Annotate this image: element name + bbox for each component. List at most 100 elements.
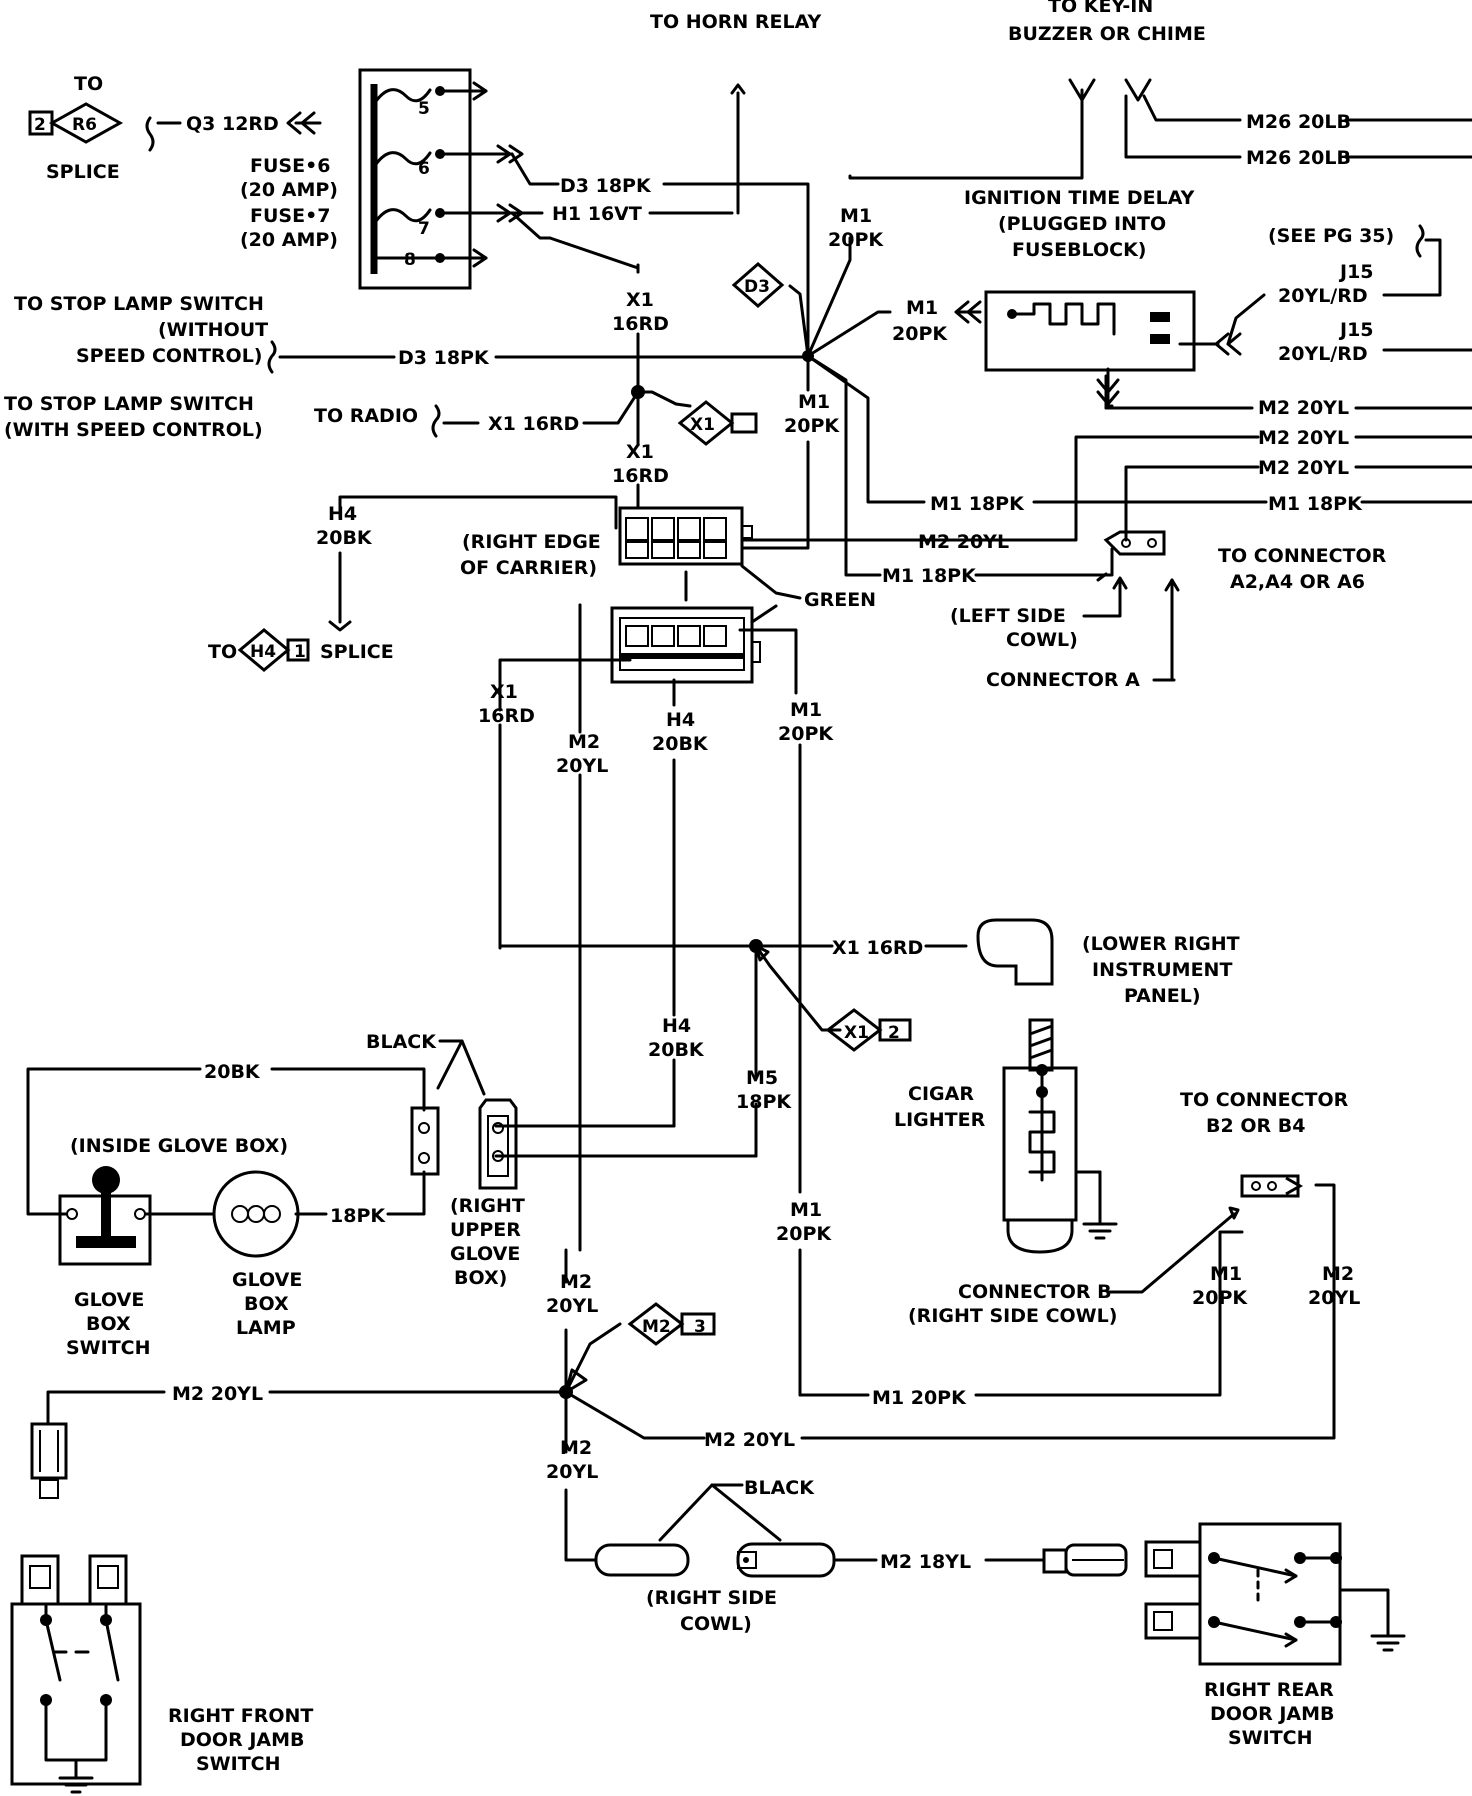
label-rrd-3: SWITCH <box>1228 1727 1313 1749</box>
label-fuse7: 7 <box>418 219 430 239</box>
label-h4-b2: 20BK <box>652 733 709 755</box>
label-m2-r3: M2 20YL <box>1258 457 1349 479</box>
connector-b <box>1240 1174 1304 1198</box>
label-rrd-2: DOOR JAMB <box>1210 1703 1334 1725</box>
label-h4-num: 1 <box>294 642 306 662</box>
label-rsc-1: (RIGHT SIDE <box>646 1587 777 1609</box>
label-black-1: BLACK <box>366 1031 437 1053</box>
label-m1-18pk-a: M1 18PK <box>930 493 1025 515</box>
label-rfd-2: DOOR JAMB <box>180 1729 304 1751</box>
label-conn-b2-2: B2 OR B4 <box>1206 1115 1305 1137</box>
r6-splice-diamond <box>28 102 124 144</box>
x1-diamond-radio <box>677 400 758 446</box>
right-rear-door-jamb-switch <box>1144 1522 1342 1666</box>
label-x1-diamond-1: X1 <box>690 415 715 435</box>
x1-junction-dot-2 <box>749 939 763 953</box>
label-fuse6-amp: (20 AMP) <box>240 179 338 201</box>
label-x1-c2: 16RD <box>478 705 535 727</box>
label-m1-d2: 20PK <box>778 723 834 745</box>
label-stop-wo-1: TO STOP LAMP SWITCH <box>14 293 264 315</box>
label-x1-diamond-2: X1 <box>844 1023 869 1043</box>
label-m2-mid: M2 20YL <box>918 531 1009 553</box>
cigar-lighter <box>1002 1018 1102 1254</box>
right-front-door-connector <box>30 1422 68 1499</box>
label-m2-r2: M2 20YL <box>1258 427 1349 449</box>
label-m1-a2: 20PK <box>828 229 884 251</box>
label-m5-2: 18PK <box>736 1091 792 1113</box>
label-m1-b2: 20PK <box>892 323 948 345</box>
label-h4-diamond: H4 <box>250 642 276 662</box>
label-m2-h: M2 20YL <box>704 1429 795 1451</box>
label-20bk: 20BK <box>204 1061 261 1083</box>
label-18pk: 18PK <box>330 1205 386 1227</box>
label-rsc-2: COWL) <box>680 1613 752 1635</box>
label-stop-wo-3: SPEED CONTROL) <box>76 345 262 367</box>
cigar-plug <box>976 918 1054 986</box>
label-lower-right-1: (LOWER RIGHT <box>1082 933 1240 955</box>
m2-junction-dot <box>559 1385 573 1399</box>
label-m1-c2: 20PK <box>784 415 840 437</box>
right-side-cowl-connector <box>594 1542 836 1578</box>
label-j15-b2: 20YL/RD <box>1278 343 1368 365</box>
label-m2-r1: M2 20YL <box>1258 397 1349 419</box>
label-m1-g: M1 20PK <box>872 1387 967 1409</box>
labels: TO HORN RELAY TO KEY-IN BUZZER OR CHIME … <box>4 0 1394 1775</box>
right-front-door-jamb-switch <box>10 1554 142 1786</box>
label-d3-18pk-top: D3 18PK <box>560 175 652 197</box>
label-m2-c1: M2 <box>568 731 600 753</box>
label-m1-f2: 20PK <box>1192 1287 1248 1309</box>
label-fuse6: 6 <box>418 159 430 179</box>
label-glove-switch-3: SWITCH <box>66 1337 151 1359</box>
label-m1-e1: M1 <box>790 1199 822 1221</box>
label-m2-f2: 20YL <box>1308 1287 1360 1309</box>
label-rugb-4: BOX) <box>454 1267 507 1289</box>
label-glove-lamp-3: LAMP <box>236 1317 296 1339</box>
label-lower-right-3: PANEL) <box>1124 985 1201 1007</box>
label-m2-d2: 20YL <box>546 1295 598 1317</box>
label-glove-lamp-2: BOX <box>244 1293 289 1315</box>
label-m26-a: M26 20LB <box>1246 111 1351 133</box>
label-to-keyin-1: TO KEY-IN <box>1048 0 1153 17</box>
label-h1-16vt: H1 16VT <box>552 203 642 225</box>
label-r6-a: 2 <box>34 115 46 135</box>
label-connector-a: CONNECTOR A <box>986 669 1140 691</box>
label-to-radio: TO RADIO <box>314 405 418 427</box>
label-m2-c2: 20YL <box>556 755 608 777</box>
label-conn-a2-2: A2,A4 OR A6 <box>1230 571 1365 593</box>
label-m1-18pk-c: M1 18PK <box>882 565 977 587</box>
label-m2-diamond: M2 <box>642 1317 671 1337</box>
d3-diamond <box>731 262 785 308</box>
label-splice-r6: SPLICE <box>46 161 120 183</box>
label-carrier-2: OF CARRIER) <box>460 557 597 579</box>
label-m2-i1: M2 <box>560 1437 592 1459</box>
label-m2-d1: M2 <box>560 1271 592 1293</box>
label-glove-lamp-1: GLOVE <box>232 1269 302 1291</box>
label-r6-to: TO <box>74 73 103 95</box>
label-fuse6-name: FUSE•6 <box>250 155 330 177</box>
label-rfd-3: SWITCH <box>196 1753 281 1775</box>
label-j15-a1: J15 <box>1338 261 1374 283</box>
label-inside-glove: (INSIDE GLOVE BOX) <box>70 1135 288 1157</box>
label-fuse7-name: FUSE•7 <box>250 205 330 227</box>
label-connector-b-2: (RIGHT SIDE COWL) <box>908 1305 1117 1327</box>
label-m1-d1: M1 <box>790 699 822 721</box>
label-to-keyin-2: BUZZER OR CHIME <box>1008 23 1206 45</box>
label-conn-a2-1: TO CONNECTOR <box>1218 545 1387 567</box>
label-r6-b: R6 <box>72 115 97 135</box>
label-h4-c2: 20BK <box>648 1039 705 1061</box>
label-h4-b1: H4 <box>666 709 695 731</box>
label-itd-2: (PLUGGED INTO <box>998 213 1166 235</box>
wires <box>26 78 1472 1624</box>
label-fuse8: 8 <box>404 250 416 270</box>
label-h4-a1: H4 <box>328 503 357 525</box>
label-x1-a1: X1 <box>626 289 654 311</box>
label-conn-b2-1: TO CONNECTOR <box>1180 1089 1349 1111</box>
rear-door-connector <box>1042 1543 1128 1577</box>
right-upper-glove-box-connector <box>478 1098 518 1190</box>
label-q3: Q3 12RD <box>186 113 279 135</box>
label-j15-a2: 20YL/RD <box>1278 285 1368 307</box>
label-rrd-1: RIGHT REAR <box>1204 1679 1334 1701</box>
cigar-ground-icon <box>1082 1208 1118 1240</box>
label-to-h4: TO <box>208 641 237 663</box>
